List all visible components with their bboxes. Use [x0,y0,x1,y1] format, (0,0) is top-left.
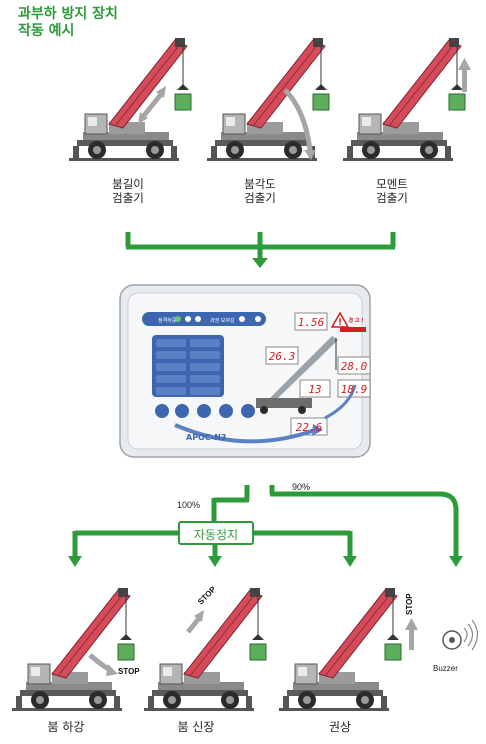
percent-90: 90% [292,482,311,492]
crane-hoist [278,587,402,712]
label-boom-extend: 붐 신장 [177,720,215,734]
panel-header-left: 정격하중 [158,317,177,324]
label-hoist: 권상 [328,720,352,734]
control-panel: ! [119,284,371,458]
crane-label-boom-angle: 붐각도 검출기 [222,177,298,205]
crane-boom-extend [143,587,267,712]
buzzer-icon [442,619,479,651]
panel-readout-bottom: 22.6 [296,421,323,434]
auto-stop-box: 자동정지 [178,521,254,545]
title-line-2: 작동 예시 [18,23,75,39]
panel-readout-right2: 18.9 [341,383,368,396]
crane-label-1-line1: 붐길이 [112,177,144,191]
crane-label-1-line2: 검출기 [112,191,144,205]
panel-readout-mid: 13 [308,383,321,396]
svg-text:!: ! [338,318,342,328]
crane-label-3-line2: 검출기 [376,191,408,205]
crane-boom-length [68,37,192,162]
boom-extend-arrow [186,610,204,634]
crane-label-2-line2: 검출기 [244,191,276,205]
crane-label-moment: 모멘트 검출기 [354,177,430,205]
detector-connector [125,232,396,268]
panel-header-right: 과권 보자감 [210,317,235,324]
hoist-arrow [405,618,418,650]
panel-model: APOC-N3 [186,433,227,442]
crane-label-3-line1: 모멘트 [376,177,408,191]
label-buzzer: Buzzer [433,664,458,673]
crane-boom-down [11,587,135,712]
boom-angle-arrow [283,88,316,160]
panel-warning: 경 고 ! [349,317,364,324]
panel-readout-left: 26.3 [269,350,296,363]
panel-readout-top: 1.56 [298,316,325,329]
diagram-title: 과부하 방지 장치 작동 예시 [18,6,118,40]
label-boom-down: 붐 하강 [47,720,85,734]
boom-length-arrow [138,86,166,124]
output-connector [68,485,463,567]
crane-moment [342,37,466,162]
crane-label-2-line1: 붐각도 [244,177,276,191]
crane-label-boom-length: 붐길이 검출기 [90,177,166,205]
boom-down-arrow [88,653,118,676]
title-line-1: 과부하 방지 장치 [18,6,118,22]
panel-readout-right1: 28.0 [341,360,368,373]
moment-arrow [458,58,471,92]
percent-100: 100% [177,500,201,510]
stop-label-hoist: STOP [405,593,414,615]
stop-label-boom-down: STOP [118,667,140,676]
